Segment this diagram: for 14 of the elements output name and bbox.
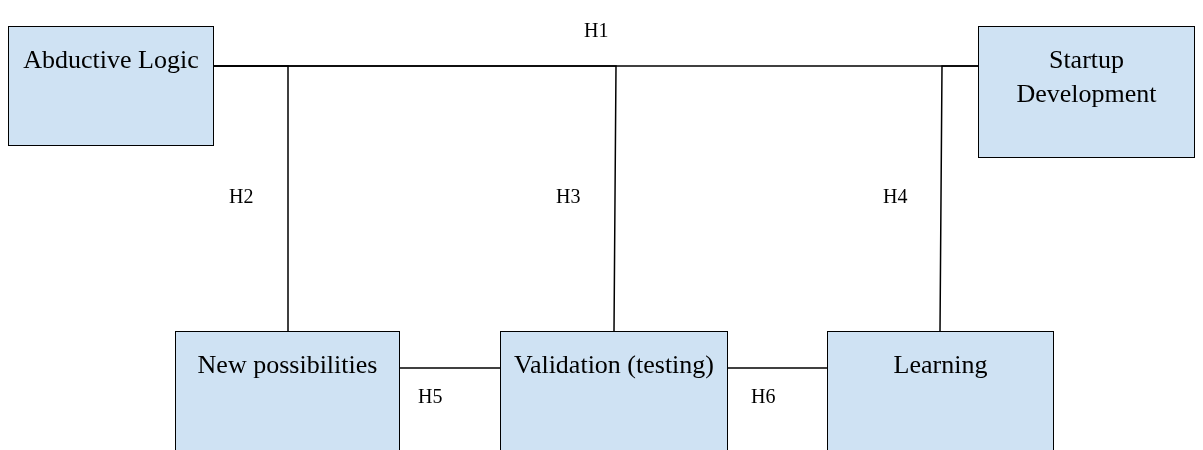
connector-line: [939, 65, 979, 332]
box-label: Abductive Logic: [23, 44, 199, 76]
concept-box: [827, 331, 1054, 450]
box-label: Learning: [893, 349, 988, 381]
connector-line: [399, 367, 501, 369]
box-label: Validation (testing): [514, 349, 714, 381]
concept-box: [175, 331, 400, 450]
connector-line: [213, 65, 617, 332]
concept-box: [978, 26, 1195, 158]
box-label: Startup Development: [1015, 44, 1158, 110]
concept-box: [8, 26, 214, 146]
connector-line: [727, 367, 828, 369]
concept-box: [500, 331, 728, 450]
box-label: New possibilities: [197, 349, 378, 381]
